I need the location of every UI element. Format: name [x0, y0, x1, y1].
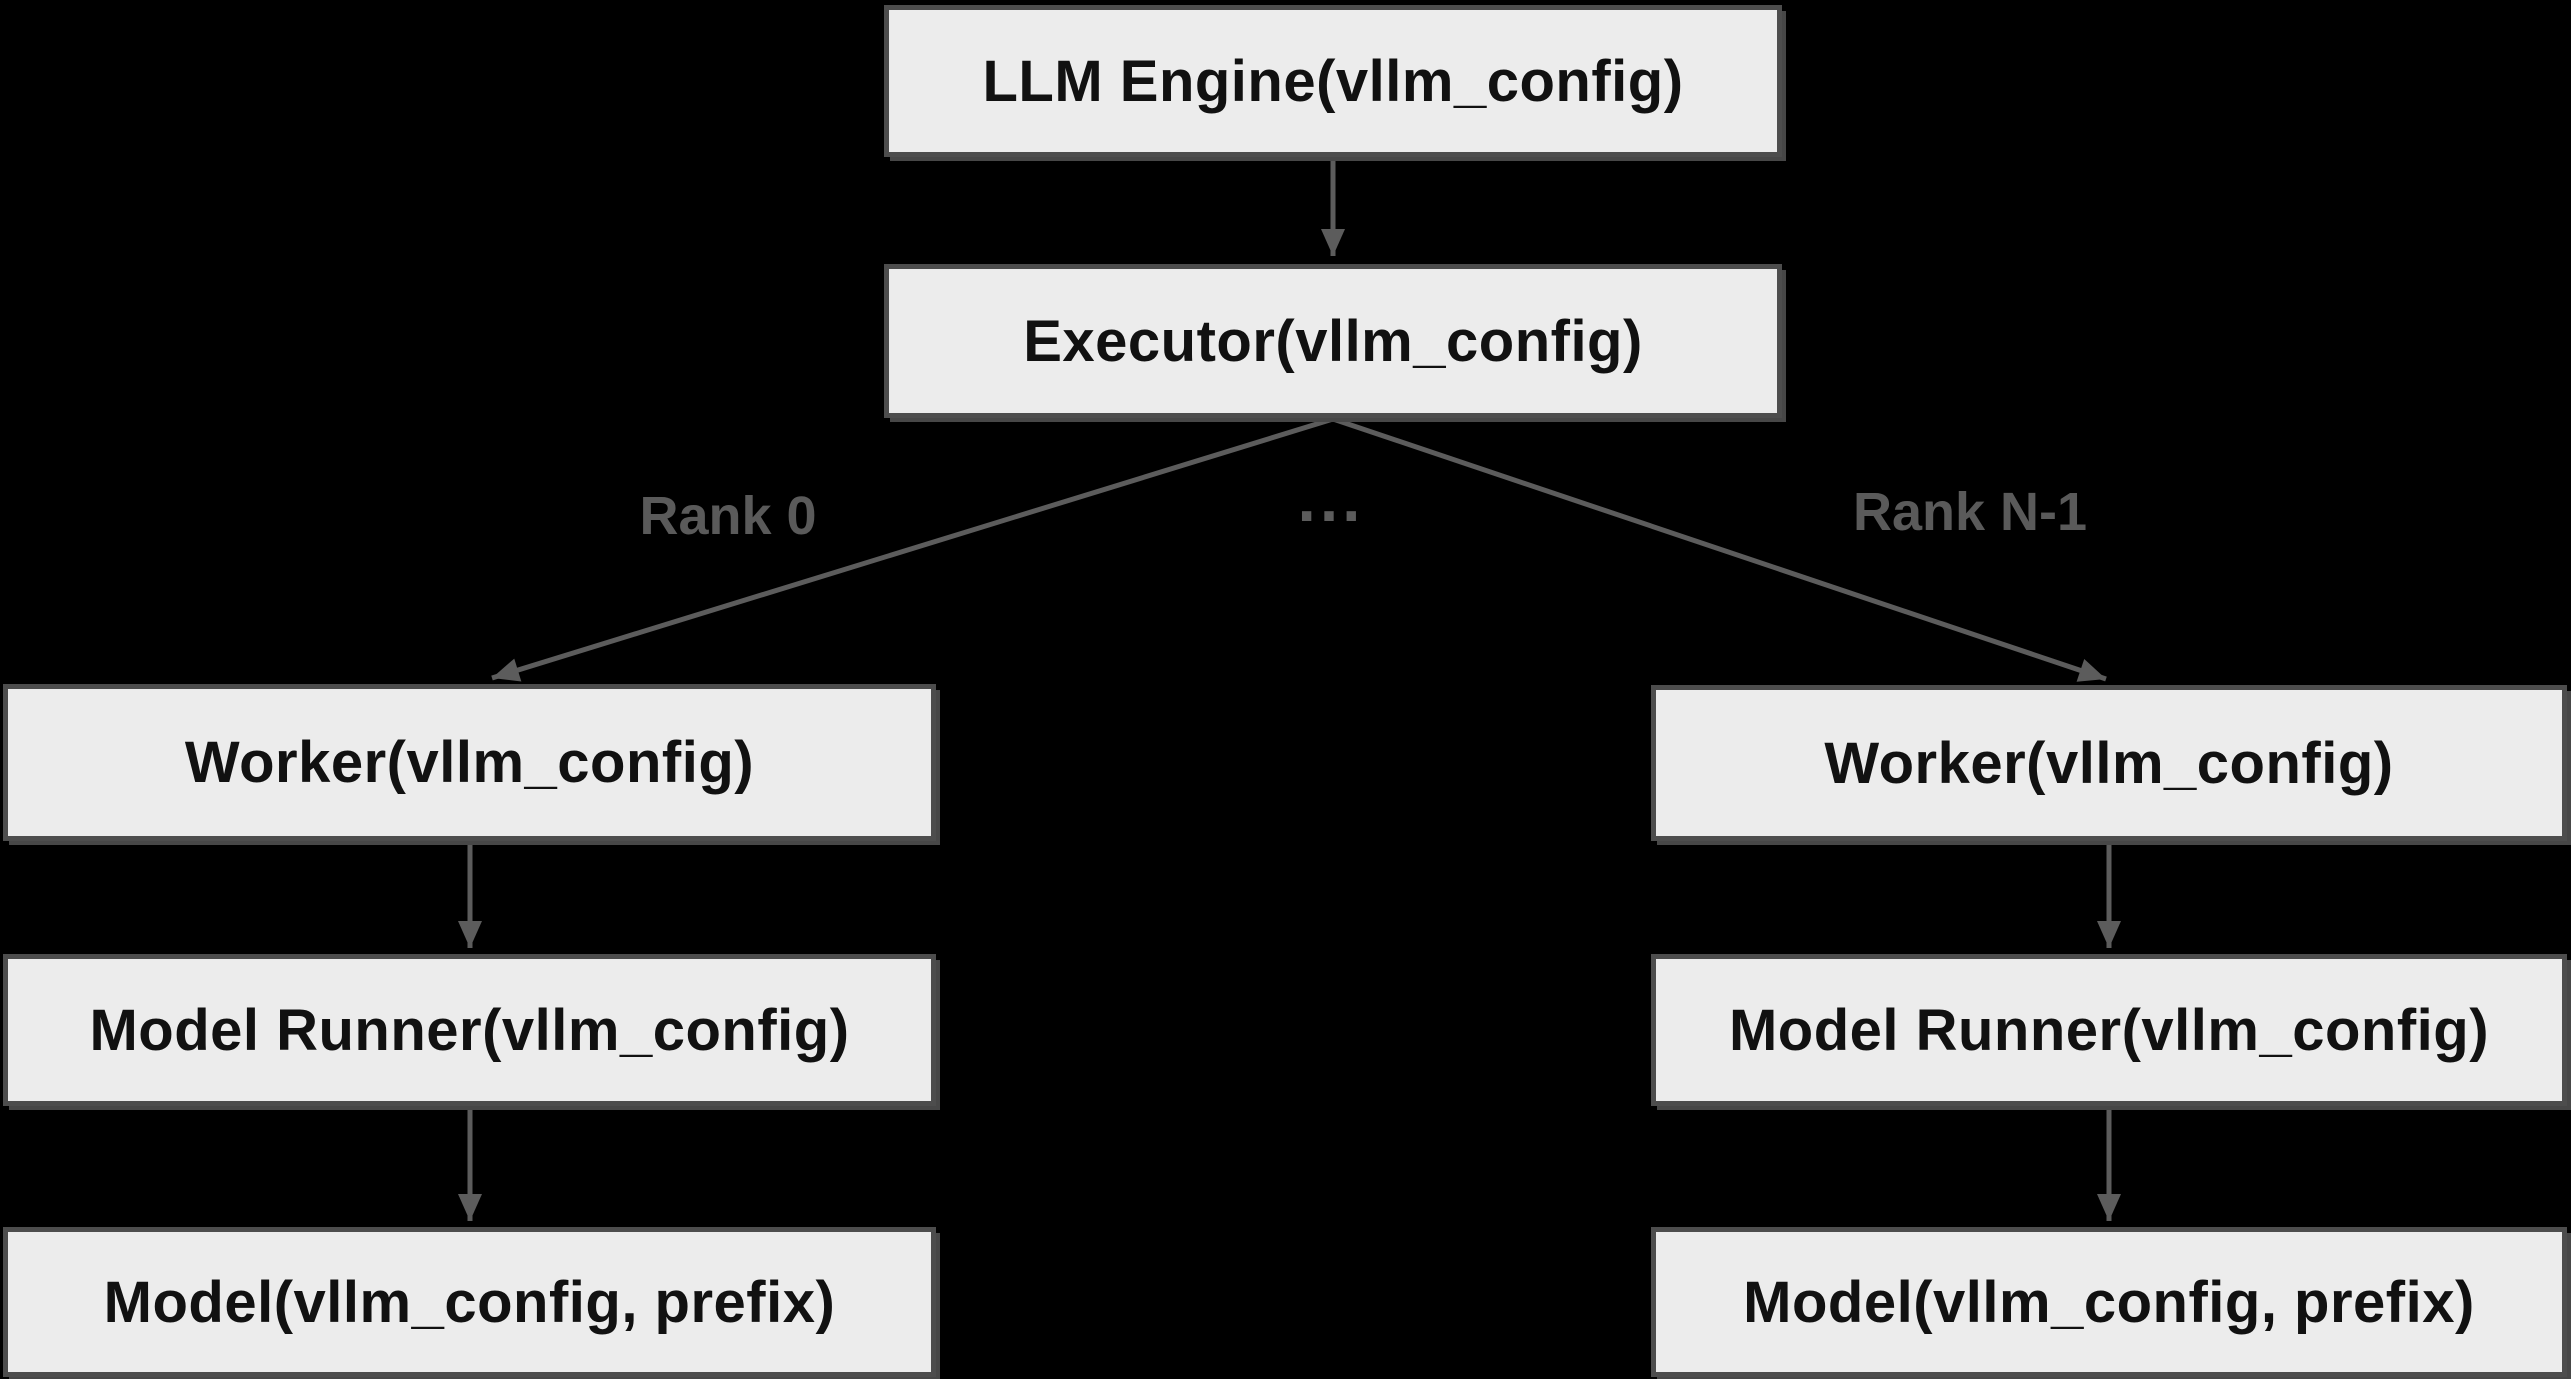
node-label: Model Runner(vllm_config): [1728, 997, 2490, 1063]
edge-label-ellipsis: ...: [1231, 465, 1431, 531]
node-model-rankN: Model(vllm_config, prefix): [1651, 1227, 2567, 1377]
node-label: Model(vllm_config, prefix): [103, 1269, 836, 1335]
edge-executor-to-worker-right: [1332, 416, 2107, 682]
edge-label-text: ...: [1297, 461, 1365, 535]
node-label: LLM Engine(vllm_config): [982, 48, 1684, 114]
node-worker-rank0: Worker(vllm_config): [3, 684, 936, 841]
node-worker-rankN: Worker(vllm_config): [1651, 685, 2567, 841]
node-label: Worker(vllm_config): [1824, 730, 2394, 796]
edge-executor-to-worker-left: [491, 416, 1334, 682]
edge-label-text: Rank N-1: [1852, 482, 2088, 542]
edge-label-rank-n-1: Rank N-1: [1770, 482, 2170, 542]
node-label: Model Runner(vllm_config): [89, 997, 850, 1063]
node-model-runner-rankN: Model Runner(vllm_config): [1651, 954, 2567, 1106]
node-llm-engine: LLM Engine(vllm_config): [884, 5, 1782, 157]
node-label: Executor(vllm_config): [1023, 308, 1643, 374]
edge-label-text: Rank 0: [639, 486, 817, 546]
edge-label-rank-0: Rank 0: [528, 486, 928, 546]
node-model-rank0: Model(vllm_config, prefix): [3, 1227, 936, 1377]
node-label: Worker(vllm_config): [184, 730, 755, 795]
node-label: Model(vllm_config, prefix): [1743, 1269, 2475, 1335]
node-executor: Executor(vllm_config): [884, 264, 1782, 418]
node-model-runner-rank0: Model Runner(vllm_config): [3, 954, 936, 1106]
